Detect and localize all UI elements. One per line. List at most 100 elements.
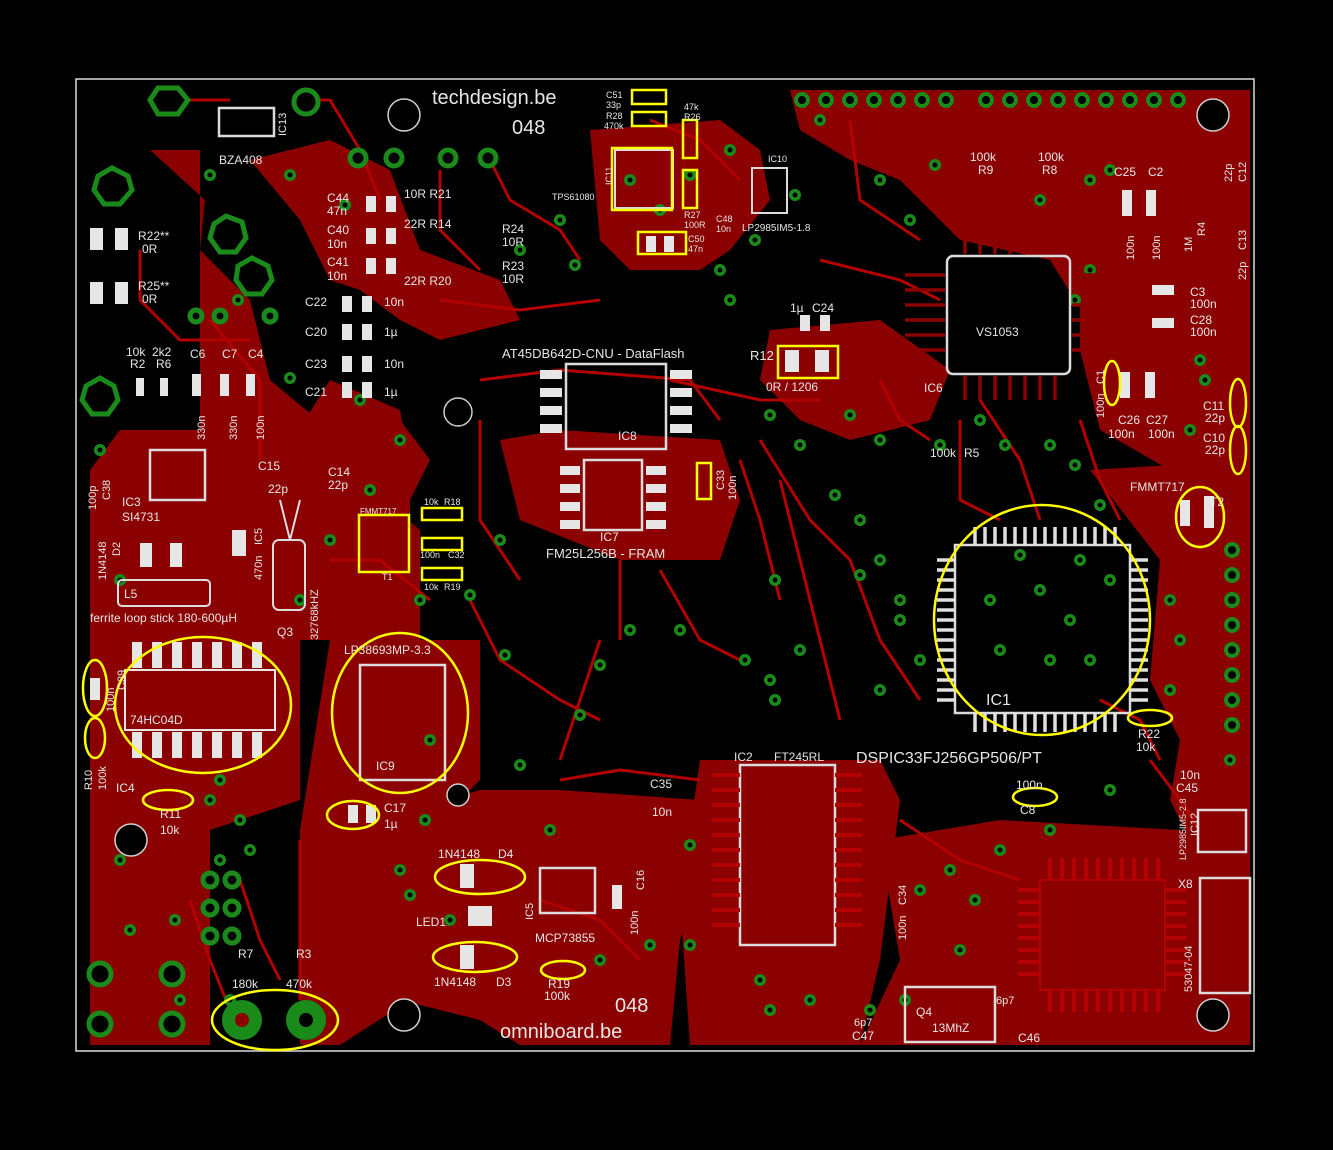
label-r4-val: 1M: [1183, 237, 1195, 252]
label-c15-val: 22p: [268, 482, 288, 496]
label-ic15: IC5: [253, 528, 265, 545]
label-r9-val: 100k: [970, 150, 997, 164]
label-c22-val: 10n: [384, 295, 404, 309]
label-c3: C3: [1190, 285, 1206, 299]
label-c8: C8: [1020, 803, 1036, 817]
label-c14-val: 22p: [328, 478, 348, 492]
label-c23-val: 10n: [384, 357, 404, 371]
label-r19b-val: 10k: [424, 582, 439, 592]
label-r25: R25**: [138, 279, 170, 293]
board-title-top: techdesign.be: [432, 87, 557, 109]
label-r27-val: 100R: [684, 220, 706, 230]
label-t1: T1: [382, 572, 393, 582]
label-r22-val: 0R: [142, 242, 158, 256]
label-c47: C47: [852, 1029, 874, 1043]
board-number-top: 048: [512, 117, 545, 139]
label-r7-val: 180k: [232, 977, 259, 991]
label-r5: R5: [964, 446, 980, 460]
label-c11: C11: [1203, 399, 1224, 413]
label-bza408: BZA408: [219, 153, 263, 167]
label-c26-val: 100n: [1108, 427, 1135, 441]
label-r14: 22R R14: [404, 217, 452, 231]
ic6-pins: [905, 230, 1100, 400]
label-r10: R10: [83, 770, 95, 790]
label-c27-val: 100n: [1148, 427, 1175, 441]
label-c51: C51: [606, 90, 623, 100]
label-r22b: R22: [1138, 727, 1160, 741]
label-c51-val: 33p: [606, 100, 621, 110]
label-r11-val: 10k: [160, 823, 180, 837]
label-c44: C44: [327, 191, 349, 205]
label-c3-val: 100n: [1190, 297, 1217, 311]
label-c22: C22: [305, 295, 327, 309]
label-c34-val: 100n: [897, 916, 909, 940]
label-ic4: IC4: [116, 781, 135, 795]
board-title-bottom: omniboard.be: [500, 1021, 622, 1043]
label-c24-val: 1µ: [790, 301, 804, 315]
label-r10-val: 100k: [97, 766, 109, 790]
label-r19-val: 100k: [544, 989, 571, 1003]
through-hole-pads: [79, 85, 499, 1038]
label-c38: C38: [101, 480, 113, 500]
smd-parts: [90, 190, 1214, 969]
label-r24: R24: [502, 222, 524, 236]
label-c21: C21: [305, 385, 327, 399]
label-ic9: IC9: [376, 759, 395, 773]
label-c26: C26: [1118, 413, 1140, 427]
label-r26: R26: [684, 112, 701, 122]
label-r18-val: 10k: [424, 497, 439, 507]
label-r22: R22**: [138, 229, 170, 243]
label-c7: C7: [222, 347, 238, 361]
label-c35: C35: [650, 777, 672, 791]
label-c41-val: 10n: [327, 269, 347, 283]
label-x8: X8: [1178, 877, 1193, 891]
label-q4-val: 13MhZ: [932, 1021, 969, 1035]
label-c21-val: 1µ: [384, 385, 398, 399]
label-ic15-val: 470n: [253, 556, 265, 580]
label-c16-val: 100n: [629, 911, 641, 935]
label-c14: C14: [328, 465, 350, 479]
label-c7-val: 330n: [228, 416, 240, 440]
board-number-bottom: 048: [615, 995, 648, 1017]
label-c28: C28: [1190, 313, 1212, 327]
label-ic6: IC6: [924, 381, 943, 395]
label-c13-val: 22p: [1237, 262, 1249, 280]
label-r12: R12: [750, 348, 774, 363]
label-x8-val: 53047-04: [1183, 946, 1195, 993]
label-d3: D3: [496, 975, 512, 989]
label-r9: R9: [978, 163, 994, 177]
label-c48-val: 10n: [716, 224, 731, 234]
label-c13: C13: [1237, 230, 1249, 250]
mounting-holes: [114, 98, 1230, 1032]
label-r19b: R19: [444, 582, 461, 592]
label-c39: C39: [116, 670, 128, 690]
label-ic7: IC7: [600, 530, 619, 544]
label-t2-type: FMMT717: [1130, 480, 1185, 494]
label-ic10: IC10: [768, 154, 787, 164]
power-connector: [222, 1000, 326, 1040]
label-t2: T2: [1210, 495, 1224, 509]
label-c4: C4: [248, 347, 264, 361]
label-c4-val: 100n: [255, 416, 267, 440]
label-c33-val: 100n: [727, 476, 739, 500]
label-c46: C46: [1018, 1031, 1040, 1045]
label-d4: D4: [498, 847, 514, 861]
label-c50-val: 47n: [688, 244, 703, 254]
label-c32: C32: [448, 550, 465, 560]
label-c16: C16: [635, 870, 647, 890]
label-c12-val: 22p: [1223, 164, 1235, 182]
highlights: [81, 88, 1248, 1052]
label-at45: AT45DB642D-CNU - DataFlash: [502, 346, 685, 361]
label-ic2: IC2: [734, 750, 753, 764]
label-r12-val: 0R / 1206: [766, 380, 818, 394]
label-d2-val: 1N4148: [97, 541, 109, 580]
label-c46-val: 6p7: [996, 995, 1014, 1007]
label-c28-val: 100n: [1190, 325, 1217, 339]
label-c39-val: 100n: [105, 688, 117, 712]
label-c50: C50: [688, 234, 705, 244]
label-c20-val: 1µ: [384, 325, 398, 339]
label-c32-val: 100n: [420, 550, 440, 560]
label-si4731: SI4731: [122, 510, 160, 524]
label-c10: C10: [1203, 431, 1225, 445]
